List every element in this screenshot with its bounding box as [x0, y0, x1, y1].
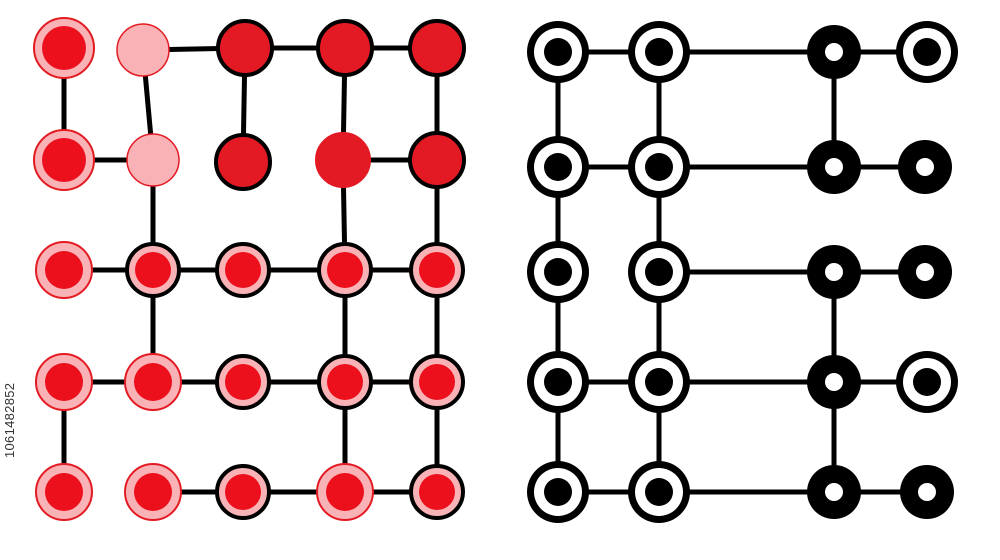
node-red-ringed-outlined [215, 354, 271, 410]
node-red-outlined [408, 19, 466, 77]
node-disc-small-hole [807, 245, 861, 299]
node-red-ringed [124, 353, 182, 411]
red-network-diagram [33, 17, 466, 521]
node-red-outlined [214, 133, 272, 191]
node-ring-large [896, 351, 958, 413]
node-ring-large [628, 21, 690, 83]
node-disc-small-hole [898, 140, 952, 194]
node-ring-large [527, 21, 589, 83]
node-ring-large [628, 461, 690, 523]
black-diagram-edges [555, 49, 930, 495]
node-ring-large [628, 241, 690, 303]
node-red-solid [33, 129, 95, 191]
node-red-outlined [216, 19, 274, 77]
node-ring-large [527, 461, 589, 523]
node-red-solid-dark [315, 132, 371, 188]
stock-image-id: 1061482852 [2, 382, 17, 458]
node-red-outlined [316, 19, 374, 77]
node-ring-large [628, 351, 690, 413]
black-network-diagram [527, 21, 958, 523]
node-ring-large [527, 351, 589, 413]
node-red-ringed-outlined [125, 242, 181, 298]
node-disc-small-hole [898, 245, 952, 299]
node-red-ringed [124, 463, 182, 521]
red-diagram-nodes [33, 17, 466, 521]
node-red-ringed-outlined [409, 354, 465, 410]
node-red-pale [126, 133, 180, 187]
node-red-ringed [35, 353, 93, 411]
node-red-ringed [35, 463, 93, 521]
node-ring-large [527, 241, 589, 303]
node-red-solid [33, 17, 95, 79]
node-red-ringed-outlined [317, 354, 373, 410]
node-red-ringed [316, 463, 374, 521]
node-disc-small-hole [900, 465, 954, 519]
node-red-ringed-outlined [215, 242, 271, 298]
node-disc-small-hole [807, 465, 861, 519]
node-red-pale [116, 23, 170, 77]
node-ring-large [527, 136, 589, 198]
node-red-ringed-outlined [409, 242, 465, 298]
node-ring-large [896, 21, 958, 83]
node-red-outlined [408, 131, 466, 189]
node-ring-large [628, 136, 690, 198]
node-red-ringed-outlined [215, 464, 271, 520]
node-disc-small-hole [807, 25, 861, 79]
node-red-ringed-outlined [317, 242, 373, 298]
node-red-ringed [35, 241, 93, 299]
node-disc-small-hole [807, 140, 861, 194]
node-disc-small-hole [807, 355, 861, 409]
black-diagram-nodes [527, 21, 958, 523]
node-red-ringed-outlined [409, 464, 465, 520]
